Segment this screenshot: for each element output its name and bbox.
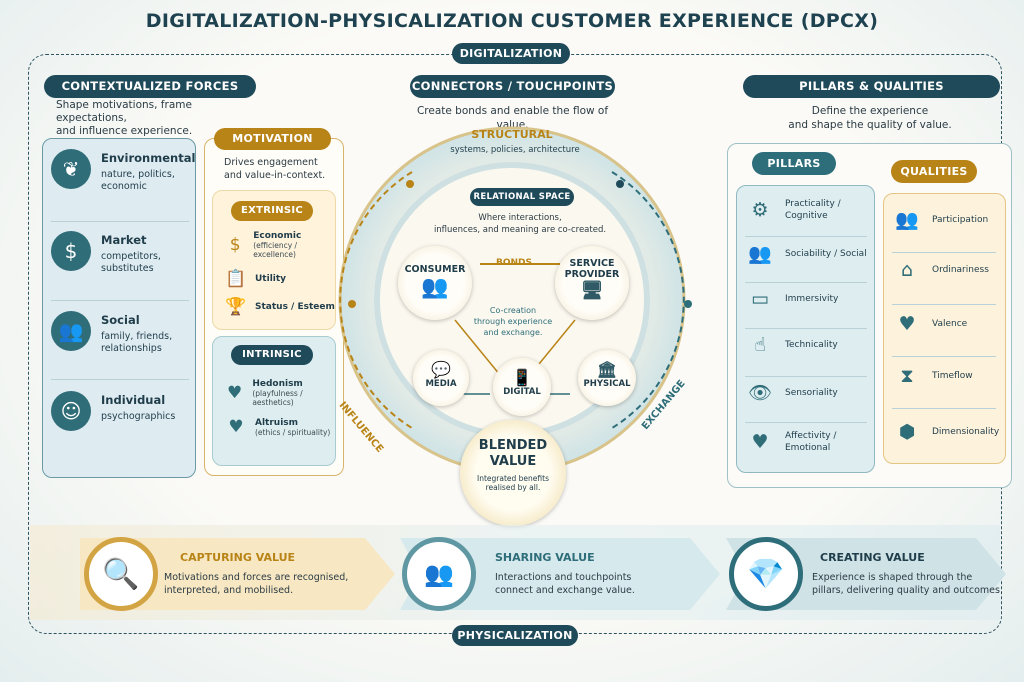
people-icon: 👥 xyxy=(421,275,449,300)
heart-icon: ♥ xyxy=(751,431,769,453)
store-icon: 🏛 xyxy=(596,360,618,379)
structural-sub: systems, policies, architecture xyxy=(450,145,580,155)
capturing-value-desc: Motivations and forces are recognised,in… xyxy=(164,572,349,596)
diamond-icon: 💎 xyxy=(729,537,803,611)
phone-icon: 📱 xyxy=(512,368,532,387)
intrinsic-panel: INTRINSIC ♥Hedonism(playfulness / aesthe… xyxy=(212,336,336,466)
quality-dimensionality: ⬢Dimensionality xyxy=(892,421,1004,443)
capturing-chevron xyxy=(80,538,395,610)
influence-arrow xyxy=(339,171,413,429)
heart-icon: ♥ xyxy=(227,383,243,403)
leaf-icon: ❦ xyxy=(51,149,91,189)
creating-value-title: CREATING VALUE xyxy=(820,551,925,564)
eye-icon: 👁 xyxy=(747,382,773,404)
pillars-qualities-header: PILLARS & QUALITIES xyxy=(743,75,1000,98)
physical-node: 🏛PHYSICAL xyxy=(578,350,636,406)
quality-participation: 👥Participation xyxy=(892,209,1004,231)
house-icon: ⌂ xyxy=(900,259,914,281)
vr-headset-icon: ▭ xyxy=(751,288,769,310)
digitalization-label: DIGITALIZATION xyxy=(452,43,570,64)
pillars-list: ⚙Practicality /Cognitive 👥Sociability / … xyxy=(736,185,875,473)
sharing-value-title: SHARING VALUE xyxy=(495,551,595,564)
pillars-label: PILLARS xyxy=(752,152,836,175)
network-people-icon: 👥 xyxy=(402,537,476,611)
quality-valence: ♥Valence xyxy=(892,313,1004,335)
contextualized-forces-desc: Shape motivations, frame expectations,an… xyxy=(56,99,193,137)
touch-screen-icon: ☝ xyxy=(754,334,766,356)
heart-icon: ♥ xyxy=(898,313,916,335)
magnifier-icon: 🔍 xyxy=(84,537,158,611)
quality-ordinariness: ⌂Ordinariness xyxy=(892,259,1004,281)
extrinsic-utility: 📋Utility xyxy=(225,269,287,289)
pillar-practicality: ⚙Practicality /Cognitive xyxy=(745,198,869,222)
page-title: DIGITALIZATION-PHYSICALIZATION CUSTOMER … xyxy=(145,10,879,32)
extrinsic-panel: EXTRINSIC $Economic(efficiency / excelle… xyxy=(212,190,336,330)
ring-dot xyxy=(406,180,414,188)
structural-label: STRUCTURAL xyxy=(471,128,553,141)
hourglass-icon: ⧗ xyxy=(900,365,914,387)
quality-timeflow: ⧗Timeflow xyxy=(892,365,1004,387)
consumer-digital-link xyxy=(454,319,501,376)
physicalization-label: PHYSICALIZATION xyxy=(452,625,578,646)
presenter-icon: 🖥 xyxy=(580,280,604,301)
intrinsic-hedonism: ♥Hedonism(playfulness / aesthetics) xyxy=(225,379,335,407)
qualities-label: QUALITIES xyxy=(891,160,977,183)
pillar-affectivity: ♥Affectivity /Emotional xyxy=(745,430,869,454)
pillar-technicality: ☝Technicality xyxy=(745,334,869,356)
connectors-header: CONNECTORS / TOUCHPOINTS xyxy=(410,75,615,98)
contextualized-forces-header: CONTEXTUALIZED FORCES xyxy=(44,75,256,98)
clipboard-icon: 📋 xyxy=(225,269,247,289)
digital-node: 📱DIGITAL xyxy=(493,358,551,416)
relational-space-label: RELATIONAL SPACE xyxy=(470,188,574,206)
capturing-value-title: CAPTURING VALUE xyxy=(180,551,296,564)
motivation-header: MOTIVATION xyxy=(214,128,331,150)
group-icon: 👥 xyxy=(748,243,772,265)
intrinsic-header: INTRINSIC xyxy=(231,345,313,365)
bonds-label: BONDS xyxy=(496,258,532,268)
heart-hand-icon: ♥ xyxy=(228,417,244,437)
intrinsic-altruism: ♥Altruism(ethics / spirituality) xyxy=(225,417,330,437)
extrinsic-status: 🏆Status / Esteem xyxy=(225,297,335,317)
chat-icon: 💬 xyxy=(431,360,451,379)
ring-dot xyxy=(616,180,624,188)
group-icon: 👥 xyxy=(895,209,919,231)
market-chart-icon: $ xyxy=(51,231,91,271)
pillar-sociability: 👥Sociability / Social xyxy=(745,243,869,265)
pillar-immersivity: ▭Immersivity xyxy=(745,288,869,310)
exchange-arrow xyxy=(611,171,685,429)
cube-icon: ⬢ xyxy=(898,421,916,443)
sharing-chevron xyxy=(400,538,720,610)
consumer-node: CONSUMER👥 xyxy=(398,246,472,320)
dollar-icon: $ xyxy=(229,235,241,255)
ring-dot xyxy=(684,300,692,308)
trophy-icon: 🏆 xyxy=(225,297,247,317)
ring-dot xyxy=(348,300,356,308)
media-node: 💬MEDIA xyxy=(413,350,469,406)
head-icon: ☺ xyxy=(51,391,91,431)
people-icon: 👥 xyxy=(51,311,91,351)
pillar-sensoriality: 👁Sensoriality xyxy=(745,382,869,404)
extrinsic-economic: $Economic(efficiency / excellence) xyxy=(225,231,335,259)
qualities-list: 👥Participation ⌂Ordinariness ♥Valence ⧗T… xyxy=(883,193,1006,464)
brain-gears-icon: ⚙ xyxy=(751,199,769,221)
relational-desc: Where interactions,influences, and meani… xyxy=(433,213,607,235)
extrinsic-header: EXTRINSIC xyxy=(231,201,313,221)
